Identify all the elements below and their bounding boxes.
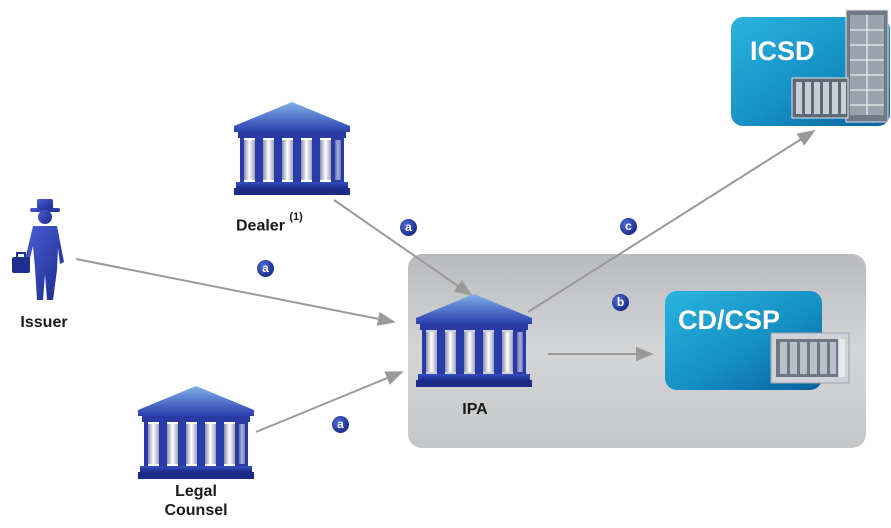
ipa-label: IPA: [462, 401, 488, 418]
icsd-box: [731, 9, 890, 126]
badge-legal-to-ipa: a: [332, 416, 349, 433]
badge-ipa-to-cdcsp: b: [612, 294, 629, 311]
issuer-label: Issuer: [20, 314, 68, 331]
cdcsp-title: CD/CSP: [678, 305, 781, 335]
badge-ipa-to-icsd: c: [620, 218, 637, 235]
cdcsp-box: [665, 291, 850, 390]
dealer-bank-icon: [234, 102, 350, 195]
arrow-issuer-to-ipa: [75, 258, 396, 326]
legal-counsel-bank-icon: [138, 386, 254, 479]
dealer-footnote-marker: (1): [289, 211, 303, 223]
icsd-title: ICSD: [750, 36, 815, 66]
dealer-label: Dealer (1): [236, 211, 366, 235]
arrow-legal-to-ipa: [255, 371, 404, 433]
badge-dealer-to-ipa: a: [400, 219, 417, 236]
dealer-name: Dealer: [236, 217, 285, 235]
cabinet-icon: [770, 332, 850, 384]
arrow-ipa-to-icsd: [527, 130, 816, 313]
legal-counsel-label: Legal Counsel: [140, 482, 252, 520]
badge-issuer-to-ipa: a: [257, 260, 274, 277]
legal-counsel-line1: Legal: [175, 483, 217, 500]
legal-counsel-line2: Counsel: [164, 502, 228, 519]
server-rack-icon: [791, 9, 889, 123]
issuer-person-icon: [12, 199, 64, 300]
arrow-dealer-to-ipa: [333, 199, 473, 297]
